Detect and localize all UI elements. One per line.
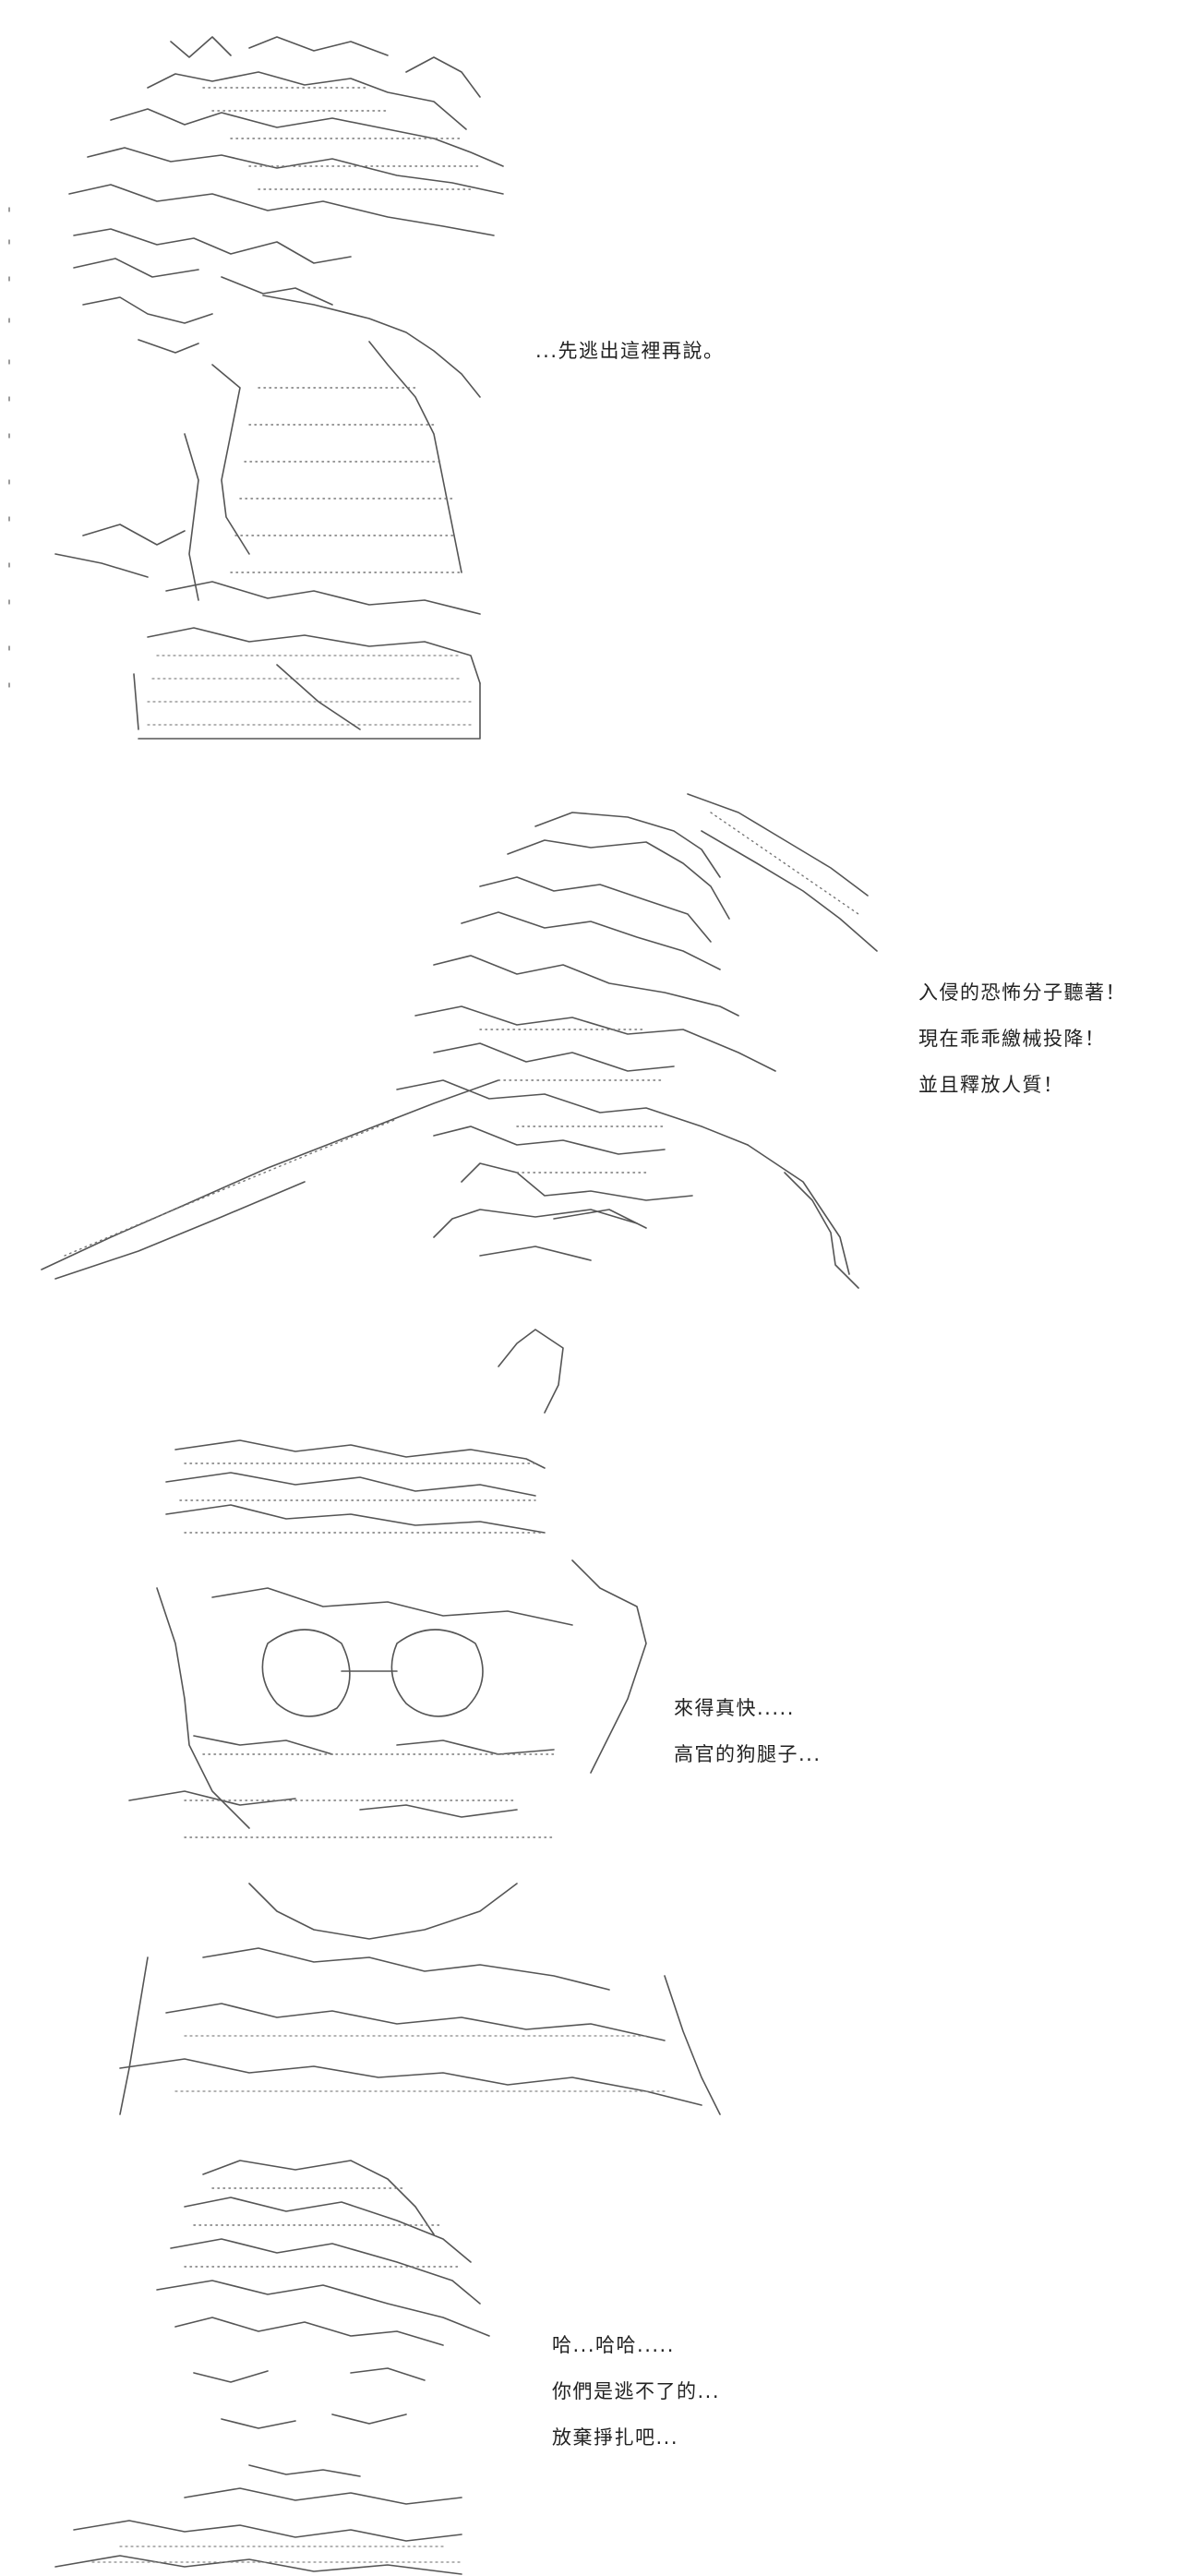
panel-4-ascii-art — [54, 2160, 490, 2575]
panel-1-ascii-art — [8, 36, 504, 740]
panel-2-ascii-art — [41, 793, 878, 1289]
panel-1-dialogue: ...先逃出這裡再說。 — [535, 328, 725, 374]
dialogue-line: 你們是逃不了的... — [552, 2380, 721, 2402]
dialogue-line: 並且釋放人質！ — [918, 1074, 1064, 1096]
panel-2-dialogue: 入侵的恐怖分子聽著！ 現在乖乖繳械投降！ 並且釋放人質！ — [918, 969, 1126, 1108]
panel-4: 哈...哈哈..... 你們是逃不了的... 放棄掙扎吧... — [0, 2133, 1200, 2576]
dialogue-line: 入侵的恐怖分子聽著！ — [918, 981, 1126, 1004]
dialogue-line: ...先逃出這裡再說。 — [535, 340, 725, 362]
panel-4-dialogue: 哈...哈哈..... 你們是逃不了的... 放棄掙扎吧... — [552, 2322, 720, 2461]
dialogue-line: 高官的狗腿子... — [674, 1743, 822, 1765]
panel-2: 入侵的恐怖分子聽著！ 現在乖乖繳械投降！ 並且釋放人質！ — [0, 776, 1200, 1293]
dialogue-line: 哈...哈哈..... — [552, 2334, 675, 2356]
panel-3-ascii-art — [119, 1329, 721, 2115]
panel-1: ...先逃出這裡再說。 — [0, 0, 1200, 766]
dialogue-line: 現在乖乖繳械投降！ — [918, 1028, 1106, 1050]
dialogue-line: 來得真快..... — [674, 1697, 795, 1719]
panel-3: 來得真快..... 高官的狗腿子... — [0, 1311, 1200, 2124]
panel-3-dialogue: 來得真快..... 高官的狗腿子... — [674, 1685, 822, 1777]
dialogue-line: 放棄掙扎吧... — [552, 2426, 679, 2449]
